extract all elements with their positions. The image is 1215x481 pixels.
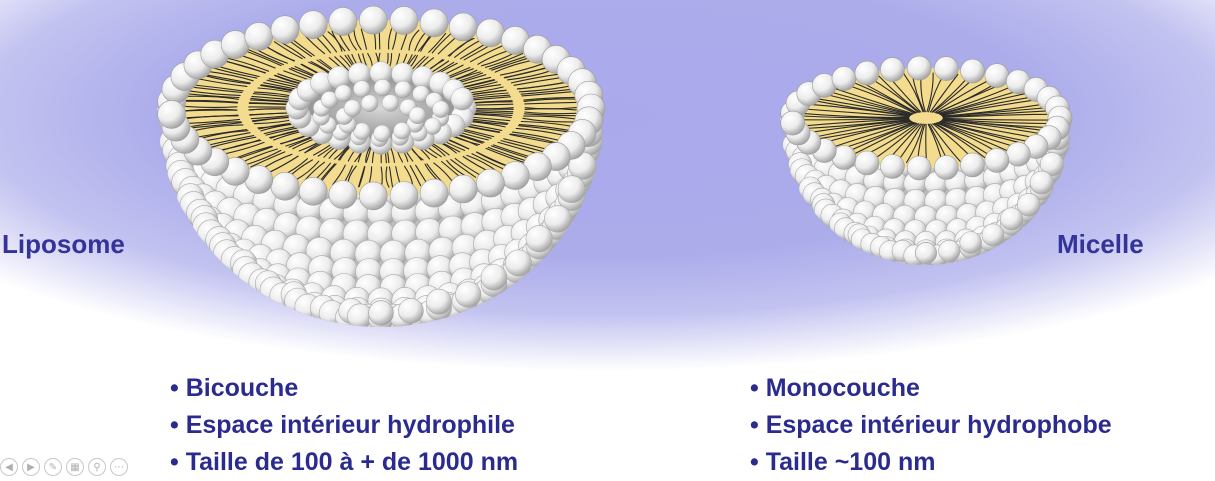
liposome-property-item: Bicouche — [170, 370, 518, 407]
presentation-toolbar: ◀ ▶ ✎ ▦ ⚲ ⋯ — [0, 458, 128, 476]
liposome-label: Liposome — [2, 229, 125, 259]
liposome-illustration — [157, 5, 606, 327]
micelle-property-item: Espace intérieur hydrophobe — [750, 407, 1112, 444]
liposome-property-item: Taille de 100 à + de 1000 nm — [170, 444, 518, 481]
micelle-illustration — [780, 55, 1073, 265]
pen-icon[interactable]: ✎ — [44, 458, 62, 476]
micelle-properties-list: Monocouche Espace intérieur hydrophobe T… — [750, 370, 1112, 481]
micelle-property-item: Monocouche — [750, 370, 1112, 407]
micelle-label: Micelle — [1057, 229, 1144, 259]
zoom-icon[interactable]: ⚲ — [88, 458, 106, 476]
liposome-properties-list: Bicouche Espace intérieur hydrophile Tai… — [170, 370, 518, 481]
micelle-property-item: Taille ~100 nm — [750, 444, 1112, 481]
slides-icon[interactable]: ▦ — [66, 458, 84, 476]
liposome-property-item: Espace intérieur hydrophile — [170, 407, 518, 444]
previous-icon[interactable]: ◀ — [0, 458, 18, 476]
more-icon[interactable]: ⋯ — [110, 458, 128, 476]
next-icon[interactable]: ▶ — [22, 458, 40, 476]
